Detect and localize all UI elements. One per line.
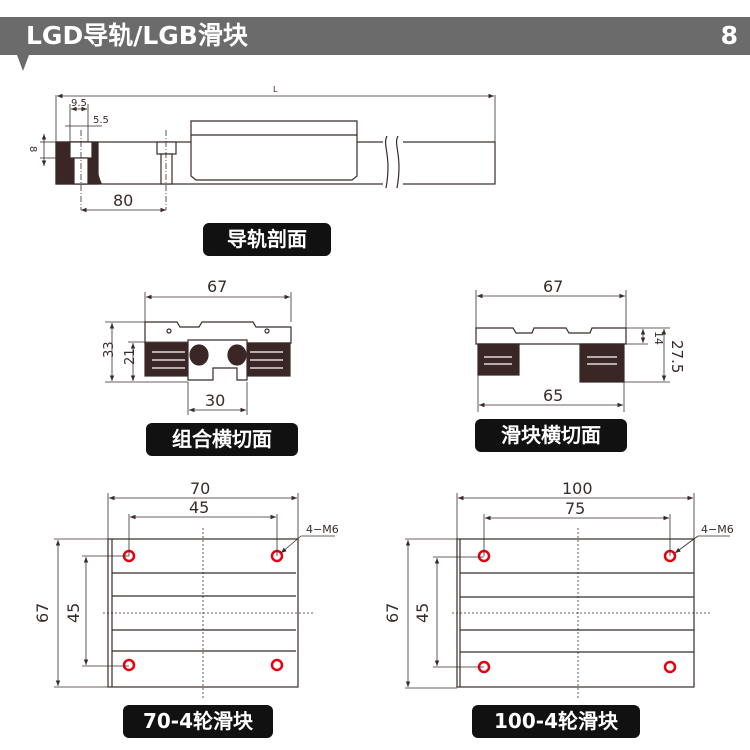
block-70-hole-y-dim: 45 [64, 603, 83, 623]
combined-rail-width-dim: 30 [205, 391, 225, 410]
block-100-thread-dim: 4−M6 [701, 523, 734, 536]
combined-rail-height-dim: 21 [123, 348, 138, 365]
rail-drawing [40, 93, 496, 213]
block-bottom-width-dim: 65 [543, 386, 563, 405]
rail-length-dim: L [273, 85, 278, 94]
block-100-width-dim: 100 [562, 479, 593, 498]
block-100-height-dim: 67 [383, 603, 402, 623]
block-100-hole-x-dim: 75 [565, 499, 585, 518]
block-70-drawing [54, 493, 335, 700]
block-height-dim: 27.5 [668, 340, 686, 373]
block-70-height-dim: 67 [33, 603, 52, 623]
rail-pitch-dim: 80 [113, 191, 133, 210]
page-header: LGD导轨/LGB滑块 8 [0, 17, 750, 55]
combined-width-dim: 67 [207, 277, 227, 296]
block-drawing [475, 290, 670, 412]
combined-drawing [105, 292, 292, 415]
page-number: 8 [720, 21, 738, 50]
combined-section-label: 组合横切面 [146, 423, 298, 456]
block-100-drawing [405, 493, 730, 700]
combined-height-dim: 33 [102, 341, 117, 358]
rail-hole-dim: 5.5 [93, 115, 109, 126]
block-100-hole-y-dim: 45 [413, 603, 432, 623]
rail-section-label: 导轨剖面 [203, 223, 331, 256]
block-70-thread-dim: 4−M6 [306, 523, 339, 536]
block-section-label: 滑块横切面 [475, 419, 627, 452]
header-pointer-icon [17, 55, 29, 71]
block-100-label: 100-4轮滑块 [472, 705, 640, 738]
block-70-hole-x-dim: 45 [189, 498, 209, 517]
block-70-width-dim: 70 [190, 479, 210, 498]
block-top-width-dim: 67 [543, 277, 563, 296]
block-plate-dim: 14 [652, 331, 665, 345]
rail-height-dim: 8 [27, 146, 38, 152]
block-70-label: 70-4轮滑块 [123, 705, 273, 738]
page-title: LGD导轨/LGB滑块 [26, 21, 248, 50]
rail-width-dim: 9.5 [71, 98, 87, 109]
